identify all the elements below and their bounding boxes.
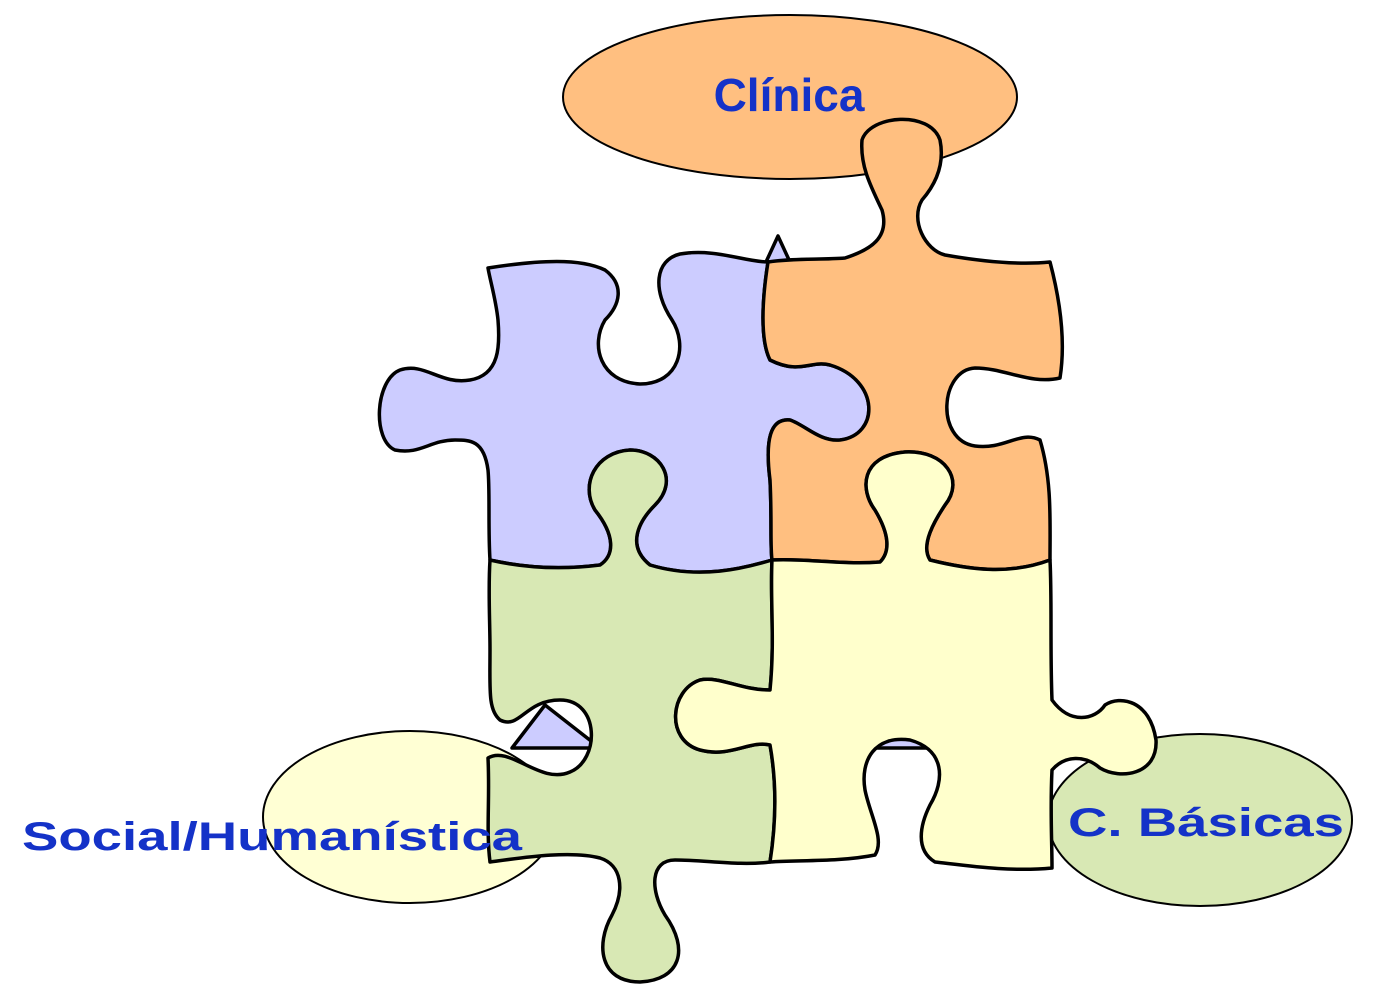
green-puzzle-piece — [486, 448, 777, 984]
social-humanistica-label: Social/Humanística — [22, 815, 523, 859]
c-basicas-label: C. Básicas — [1068, 801, 1344, 845]
purple-notch-top — [764, 234, 792, 264]
clinica-label: Clínica — [714, 69, 865, 121]
yellow-puzzle-piece — [673, 450, 1158, 872]
purple-notch-bottom-left — [510, 703, 602, 750]
